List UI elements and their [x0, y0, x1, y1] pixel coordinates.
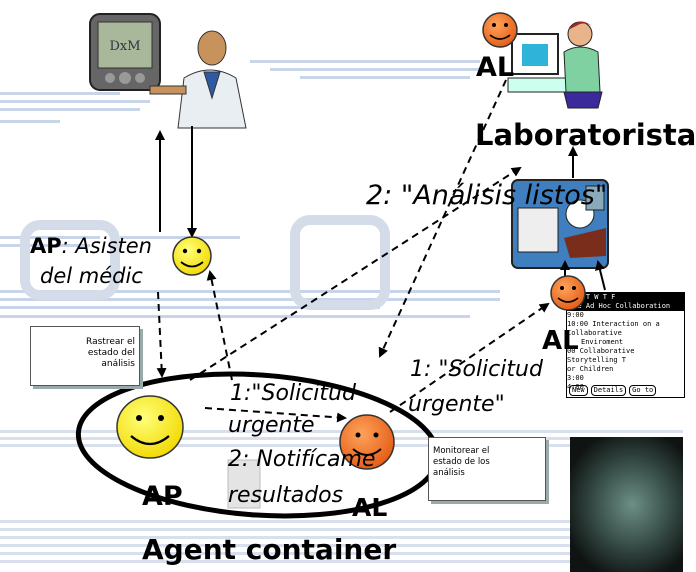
dashed-container-to-al-lab [389, 302, 550, 413]
msg-solicitud-right-1: 1: "Solicitud [410, 357, 543, 382]
note-rastrear: Rastrear el estado del análisis [30, 326, 140, 386]
lab-equipment-image [510, 178, 610, 270]
lab-technician-image [507, 12, 608, 109]
note-line: análisis [433, 468, 465, 478]
msg-analisis-listos: 2: "Análisis listos" [366, 180, 608, 211]
schedule-new-button[interactable]: New [569, 385, 588, 396]
dashed-container-to-ap-assist [206, 270, 233, 381]
schedule-screen: S M T W T F ile Ad Hoc Collaboration 9:0… [566, 292, 685, 398]
smiley-ap-assistant-icon [172, 236, 212, 276]
title-agent-container: Agent container [142, 533, 397, 566]
pda-device-image: DxM [86, 12, 164, 92]
msg-solicitud-right-2: urgente" [408, 392, 505, 417]
note-line: estado del [87, 348, 135, 358]
schedule-goto-button[interactable]: Go to [629, 385, 657, 396]
photo-image [570, 437, 683, 572]
label-al-bottom: AL [352, 493, 388, 522]
smiley-ap-container-icon [116, 395, 184, 459]
label-al-mid: AL [542, 326, 579, 356]
smiley-al-lab-icon [550, 275, 586, 311]
note-monitorear: Monitorear el estado de los análisis [428, 437, 546, 501]
ap-description: AP: Asisten [30, 234, 152, 258]
msg-inner-2: urgente [228, 413, 315, 438]
note-line: estado de los [433, 457, 490, 467]
ap-prefix: AP [30, 234, 62, 258]
msg-inner-1: 1:"Solicitud [230, 381, 356, 406]
note-line: análisis [101, 359, 135, 369]
note-line: Monitorear el [433, 446, 490, 456]
msg-inner-3: 2: Notifícame [228, 447, 376, 472]
smiley-al-container-icon [339, 414, 395, 470]
schedule-row: 00 Collaborative Storytelling T [567, 347, 635, 364]
dashed-ap-down [156, 291, 167, 378]
schedule-days: S M T W T F [567, 293, 684, 302]
schedule-row: 10:00 Interaction on a Collaborative [567, 320, 660, 337]
dashed-container-to-al-top [189, 166, 522, 381]
server-box-image [227, 459, 261, 509]
ap-desc-line2: del médic [40, 264, 143, 288]
arrow-schedule-up [595, 260, 606, 291]
dashed-al-top-to-container [378, 79, 507, 358]
msg-inner-4: resultados [228, 483, 344, 508]
label-al-top: AL [476, 52, 515, 83]
note-line: Rastrear el [86, 337, 135, 347]
schedule-row: Enviroment [581, 338, 624, 346]
smiley-al-top-icon [482, 12, 518, 48]
schedule-row: 3:00 [567, 374, 584, 382]
label-ap-bottom: AP [142, 481, 183, 512]
doctor-figure-image [149, 28, 250, 129]
schedule-header: ile Ad Hoc Collaboration [567, 302, 684, 311]
ap-desc-line1: : Asisten [61, 234, 152, 258]
schedule-row: 9:00 [567, 311, 584, 319]
schedule-row: or Children [567, 365, 614, 373]
svg-text:DxM: DxM [109, 39, 140, 54]
schedule-details-button[interactable]: Details [590, 385, 627, 396]
schedule-row: 4:00 [567, 383, 584, 391]
title-laboratorista: Laboratorista [475, 118, 696, 152]
